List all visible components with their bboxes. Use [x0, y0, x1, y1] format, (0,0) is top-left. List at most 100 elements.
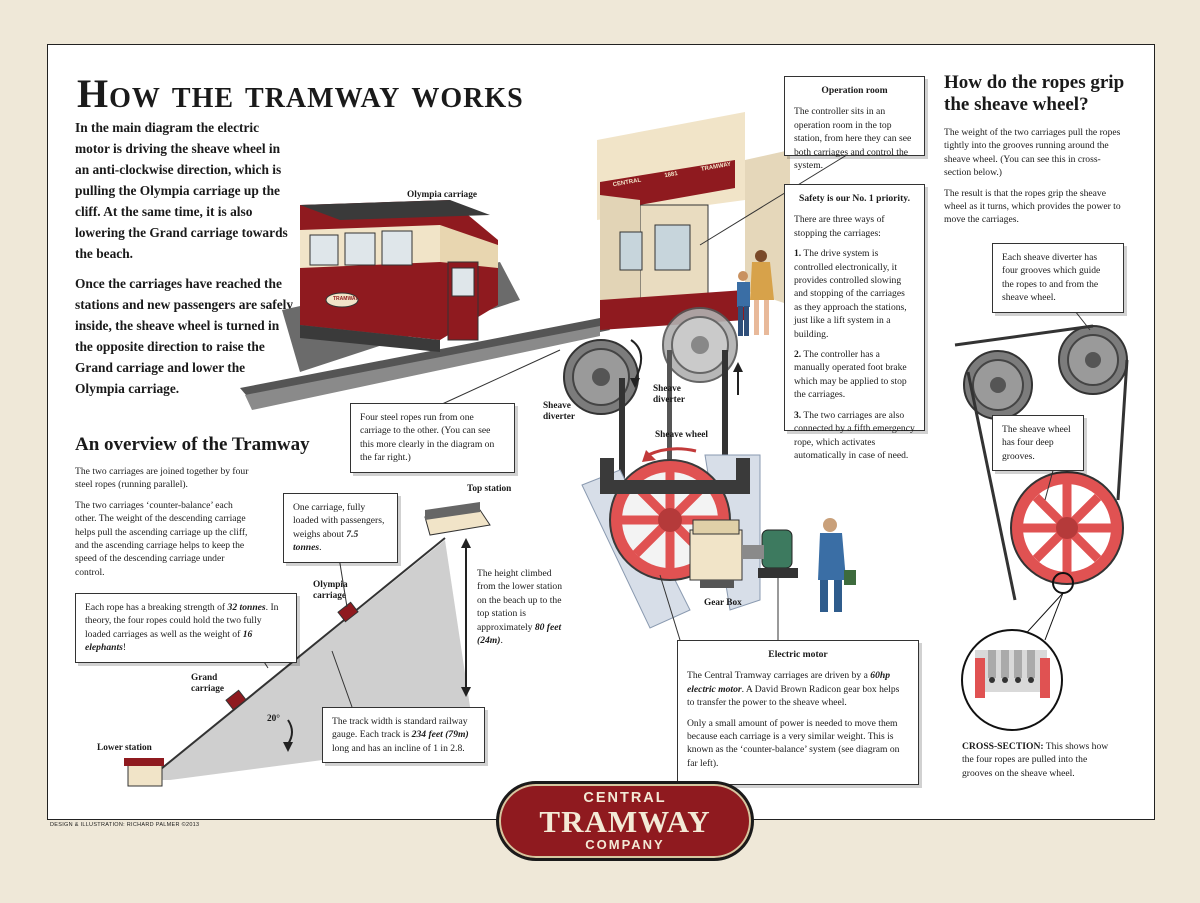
track-text-post: long and has an incline of 1 in 2.8.	[332, 742, 465, 754]
height-text-pre: The height climbed from the lower statio…	[477, 568, 562, 633]
rope-text-mid: . In theory, the four ropes could hold t…	[85, 602, 279, 640]
cross-section-caption: CROSS-SECTION: This shows how the four r…	[962, 740, 1112, 780]
electric-motor-illustration	[742, 529, 798, 578]
ropes-heading: How do the ropes grip the sheave wheel?	[944, 72, 1125, 115]
logo-line-2: TRAMWAY	[539, 804, 711, 839]
right-sheave-wheel-illustration	[1010, 471, 1124, 585]
cross-section-circle	[961, 629, 1063, 731]
overview-text: The two carriages are joined together by…	[75, 465, 255, 586]
ropes-paragraph-1: The weight of the two carriages pull the…	[944, 127, 1121, 179]
safety-item-3-num: 3.	[794, 409, 802, 421]
carriage-badge: TRAMWAY	[333, 296, 359, 302]
overview-paragraph-2: The two carriages ‘counter-balance’ each…	[75, 499, 248, 578]
top-station-building-illustration	[597, 112, 790, 330]
label-gear-box: Gear Box	[704, 598, 742, 608]
weight-text-post: .	[319, 542, 322, 554]
label-olympia-carriage-main: Olympia carriage	[407, 190, 477, 200]
operation-room-heading: Operation room	[821, 85, 888, 96]
people-illustration	[737, 250, 774, 336]
ropes-paragraph-2: The result is that the ropes grip the sh…	[944, 187, 1121, 226]
diverter-grooves-callout: Each sheave diverter has four grooves wh…	[992, 243, 1124, 313]
safety-callout: Safety is our No. 1 priority. There are …	[784, 184, 925, 461]
safety-item-2-text: The controller has a manually operated f…	[794, 349, 907, 401]
label-top-station: Top station	[467, 484, 512, 494]
angle-arc	[287, 719, 293, 745]
girder-right	[736, 458, 750, 488]
safety-heading: Safety is our No. 1 priority.	[799, 193, 910, 204]
label-lower-station: Lower station	[97, 743, 152, 753]
label-angle: 20°	[267, 714, 281, 724]
cross-section-text: This shows how the four ropes are pulled…	[962, 741, 1109, 779]
ropes-text: The weight of the two carriages pull the…	[944, 126, 1124, 234]
lower-station-illustration	[124, 758, 164, 787]
rope-value-2: 16 elephants	[85, 628, 253, 654]
olympia-carriage-illustration	[300, 200, 498, 352]
height-text: The height climbed from the lower statio…	[477, 567, 569, 647]
rope-center	[667, 350, 672, 470]
safety-item-2: 2. The controller has a manually operate…	[794, 348, 915, 402]
girder-left	[600, 458, 614, 488]
track-bed	[245, 326, 600, 410]
page-title: How the tramway works	[77, 71, 524, 116]
arrow-down	[630, 339, 642, 381]
track-text-pre: The track width is standard railway gaug…	[332, 716, 468, 741]
wheel-grooves-callout: The sheave wheel has four deep grooves.	[992, 415, 1084, 472]
safety-item-1-text: The drive system is controlled electroni…	[794, 248, 907, 340]
intro-text: In the main diagram the electric motor i…	[75, 117, 295, 408]
gearbox-illustration	[689, 519, 743, 588]
label-grand-carriage: Grand carriage	[191, 673, 225, 694]
sheave-diverter-right-illustration	[662, 307, 738, 383]
overview-heading: An overview of the Tramway	[75, 434, 310, 455]
design-credit: DESIGN & ILLUSTRATION: RICHARD PALMER ©2…	[50, 822, 200, 828]
safety-item-1: 1. The drive system is controlled electr…	[794, 247, 915, 341]
height-value: 80 feet (24m)	[477, 621, 562, 647]
rope-right	[722, 350, 728, 480]
olympia-carriage-small	[337, 601, 359, 623]
track-value: 234 feet (79m)	[411, 729, 469, 741]
motor-text-pre: The Central Tramway carriages are driven…	[687, 670, 871, 682]
electric-motor-callout: Electric motor The Central Tramway carri…	[677, 640, 919, 786]
label-sheave-diverter-left: Sheave diverter	[543, 401, 576, 422]
intro-paragraph-2: Once the carriages have reached the stat…	[75, 276, 294, 396]
motor-paragraph-1: The Central Tramway carriages are driven…	[687, 669, 909, 709]
rope-left	[619, 378, 625, 498]
motor-paragraph-2: Only a small amount of power is needed t…	[687, 717, 900, 769]
track-callout: The track width is standard railway gaug…	[322, 707, 485, 764]
label-sheave-diverter-right: Sheave diverter	[653, 384, 686, 405]
label-sheave-wheel: Sheave wheel	[655, 430, 708, 440]
weight-value: 7.5 tonnes	[293, 528, 359, 554]
rope-text-pre: Each rope has a breaking strength of	[85, 602, 228, 613]
rope-strength-callout: Each rope has a breaking strength of 32 …	[75, 593, 297, 663]
safety-item-3: 3. The two carriages are also connected …	[794, 409, 915, 463]
safety-intro: There are three ways of stopping the car…	[794, 214, 885, 239]
grand-carriage-small	[225, 689, 247, 711]
operation-room-callout: Operation room The controller sits in an…	[784, 76, 925, 171]
intro-paragraph-1: In the main diagram the electric motor i…	[75, 120, 288, 261]
electric-motor-heading: Electric motor	[768, 649, 828, 660]
motor-text-post: . A David Brown Radicon gear box helps t…	[687, 683, 900, 709]
safety-item-2-num: 2.	[794, 349, 802, 361]
steel-ropes-callout: Four steel ropes run from one carriage t…	[350, 403, 515, 473]
height-text-post: .	[500, 635, 503, 647]
safety-item-1-num: 1.	[794, 248, 802, 260]
cross-section-label: CROSS-SECTION:	[962, 741, 1044, 752]
safety-item-3-text: The two carriages are also connected by …	[794, 409, 915, 461]
top-station-small-illustration	[424, 502, 491, 536]
right-diverter-1-illustration	[963, 350, 1033, 420]
overview-paragraph-1: The two carriages are joined together by…	[75, 466, 249, 491]
motor-value: 60hp electric motor	[687, 670, 891, 695]
rope-value-1: 32 tonnes	[227, 602, 266, 613]
rope-text-post: !	[122, 642, 127, 654]
weight-text-pre: One carriage, fully loaded with passenge…	[293, 502, 385, 540]
right-ropes	[954, 324, 1129, 601]
worker-illustration	[818, 518, 856, 612]
girder-top	[600, 480, 750, 494]
wheel-rotation-arrow	[647, 447, 697, 457]
label-olympia-carriage-small: Olympia carriage	[313, 580, 348, 601]
central-tramway-logo: CENTRAL TRAMWAY COMPANY	[496, 781, 754, 861]
right-diverter-2-illustration	[1058, 325, 1128, 395]
logo-line-3: COMPANY	[585, 837, 665, 852]
weight-callout: One carriage, fully loaded with passenge…	[283, 493, 398, 563]
logo-line-1: CENTRAL	[583, 790, 667, 806]
